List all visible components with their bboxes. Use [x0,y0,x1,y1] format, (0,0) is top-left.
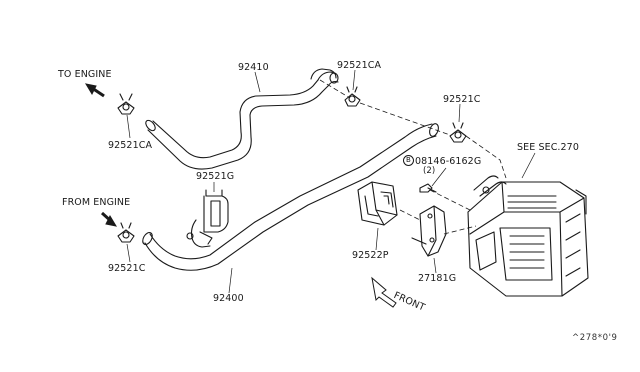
label-92521c-top: 92521C [443,94,481,105]
label-92522p: 92522P [352,250,389,261]
clip-92521g [186,189,229,248]
clamp-92521ca-left [117,93,135,115]
arrows [84,83,118,227]
bolt-circle-b: B [403,155,414,166]
dash-bracket-link [399,209,421,221]
label-92521g: 92521G [196,171,235,182]
lower-hose-92400 [142,123,439,271]
label-92521c-left: 92521C [108,263,146,274]
label-92400: 92400 [213,293,244,304]
dash-bracket [443,225,477,235]
bracket-27181g [411,205,447,257]
label-from-engine: FROM ENGINE [62,197,131,208]
bracket-92522p [357,181,398,226]
front-arrow [371,276,397,308]
label-27181g: 27181G [418,273,457,284]
upper-hose-92410 [145,68,339,170]
label-to-engine: TO ENGINE [58,69,112,80]
heater-unit [467,175,589,297]
label-92521ca-left: 92521CA [108,140,153,151]
label-see-sec: SEE SEC.270 [517,142,579,153]
clamp-92521ca-top [344,86,361,107]
dash-top-to-heater [465,135,507,179]
clamp-92521c-left [117,222,135,243]
dash-hose-clamp [319,79,351,99]
bolt-08146 [419,183,437,193]
clamp-92521c-top [449,122,467,143]
reference-code: ^278*0'9 [572,333,618,343]
label-92521ca-top: 92521CA [337,60,382,71]
label-92410: 92410 [238,62,269,73]
dash-top-clamp [359,102,451,136]
label-bolt-qty: (2) [423,166,436,176]
bolt-part-number: 08146-6162G [415,156,482,167]
